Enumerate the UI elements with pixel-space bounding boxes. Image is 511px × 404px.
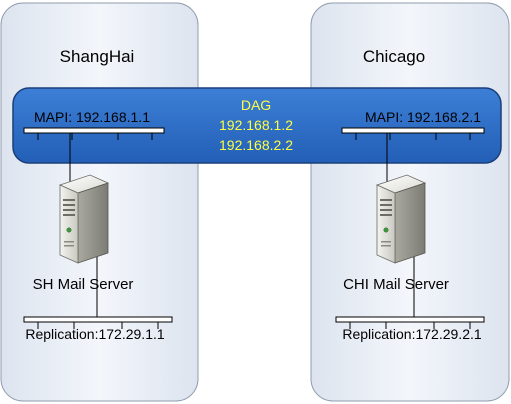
site-title-shanghai: ShangHai: [60, 47, 135, 66]
left-mapi-bus: [23, 127, 165, 140]
right-replication-bus: [335, 316, 485, 329]
right-mapi-bus: [341, 127, 485, 140]
sh-mail-server-label: SH Mail Server: [33, 276, 134, 293]
dag-title: DAG: [241, 97, 271, 113]
dag-network-band: [12, 87, 502, 164]
left-mapi-label: MAPI: 192.168.1.1: [34, 109, 150, 125]
right-mapi-label: MAPI: 192.168.2.1: [365, 109, 481, 125]
sh-mail-server-icon: [58, 174, 110, 264]
left-replication-bus: [23, 316, 173, 329]
left-replication-label: Replication:172.29.1.1: [25, 326, 165, 342]
right-replication-label: Replication:172.29.2.1: [342, 326, 482, 342]
chi-mail-server-icon: [375, 174, 427, 264]
site-title-chicago: Chicago: [363, 47, 425, 66]
dag-ip-2: 192.168.2.2: [219, 137, 293, 153]
chi-mail-server-label: CHI Mail Server: [343, 276, 449, 293]
dag-ip-1: 192.168.1.2: [219, 117, 293, 133]
